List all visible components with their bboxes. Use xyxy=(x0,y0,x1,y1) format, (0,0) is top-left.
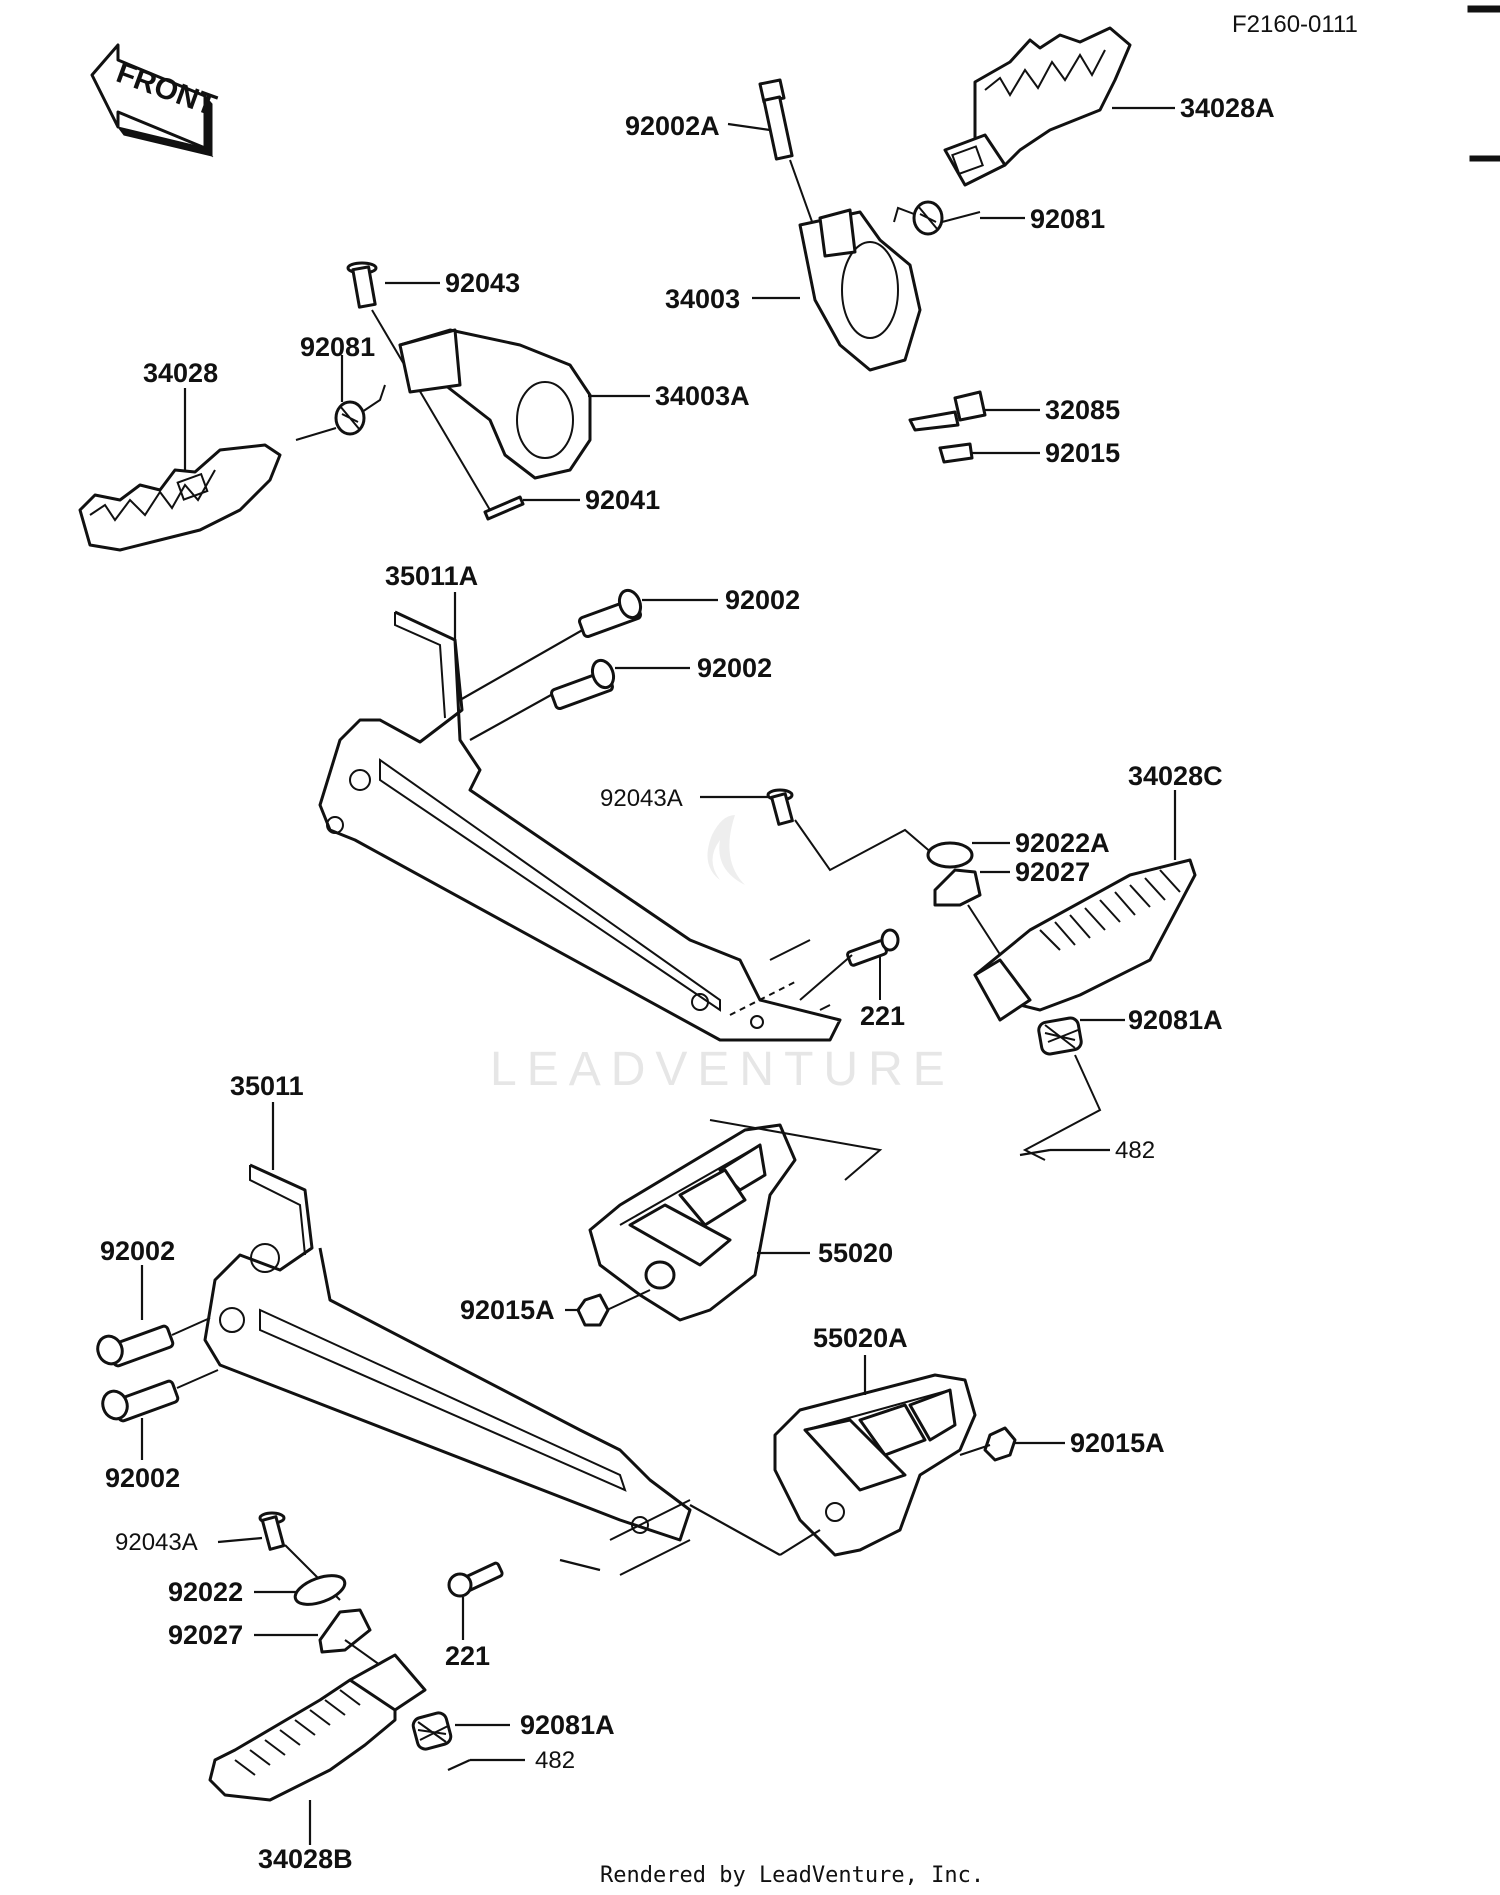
footpeg-34028C xyxy=(973,858,1197,1022)
spring-92081-left xyxy=(295,384,386,441)
leader-lines xyxy=(140,106,1177,1762)
label-221-low: 221 xyxy=(445,1641,490,1671)
bracket-34003A xyxy=(398,328,592,480)
label-92027-mid: 92027 xyxy=(1015,857,1090,887)
bolt-92002-c xyxy=(96,1317,211,1368)
pin-482-low xyxy=(447,1758,471,1772)
screw-221-low xyxy=(447,1561,504,1640)
label-92015A-a: 92015A xyxy=(460,1295,555,1325)
label-221-mid: 221 xyxy=(860,1001,905,1031)
diagram-code: F2160-0111 xyxy=(1232,11,1358,38)
washer-92027-low xyxy=(318,1608,381,1666)
washer-92022A xyxy=(926,841,974,869)
label-92002-b: 92002 xyxy=(697,653,772,683)
front-arrow-icon: FRONT xyxy=(90,43,220,158)
bolt-92002-b xyxy=(550,658,616,711)
label-55020: 55020 xyxy=(818,1238,893,1268)
pin-92043A-low xyxy=(258,1511,341,1601)
cotter-pin-92041 xyxy=(483,495,525,521)
label-92002-c: 92002 xyxy=(100,1236,175,1266)
pin-92043A-mid xyxy=(766,788,941,872)
label-34028A: 34028A xyxy=(1180,93,1275,123)
label-92002A: 92002A xyxy=(625,111,720,141)
label-34003: 34003 xyxy=(665,284,740,314)
label-92081A-mid: 92081A xyxy=(1128,1005,1223,1035)
watermark-text: LEADVENTURE xyxy=(490,1043,955,1096)
part-labels: 92002A 34028A 92081 34003 32085 92015 92… xyxy=(100,93,1275,1874)
label-92002-d: 92002 xyxy=(105,1463,180,1493)
footpeg-34028A xyxy=(943,26,1132,187)
label-92022A: 92022A xyxy=(1015,828,1110,858)
bolt-92002-a xyxy=(578,588,643,639)
watermark: LEADVENTURE xyxy=(490,815,955,1096)
pin-482-mid xyxy=(1019,1148,1051,1157)
label-92022: 92022 xyxy=(168,1577,243,1607)
bracket-35011 xyxy=(203,1163,781,1576)
spring-92081A-mid xyxy=(1022,1016,1102,1161)
label-482-mid: 482 xyxy=(1115,1137,1155,1164)
label-34028: 34028 xyxy=(143,358,218,388)
screw-221-mid xyxy=(799,928,900,1001)
washer-92015 xyxy=(938,442,974,464)
label-92002-a: 92002 xyxy=(725,585,800,615)
label-92081-top: 92081 xyxy=(1030,204,1105,234)
label-35011: 35011 xyxy=(230,1071,304,1101)
bracket-34003 xyxy=(798,208,922,372)
spring-92081A-low xyxy=(411,1711,453,1751)
corner-marks xyxy=(1467,5,1500,162)
label-92043A-mid: 92043A xyxy=(600,785,683,812)
label-32085: 32085 xyxy=(1045,395,1120,425)
guard-55020A xyxy=(773,1373,977,1557)
label-92081-left: 92081 xyxy=(300,332,375,362)
label-92081A-low: 92081A xyxy=(520,1710,615,1740)
pin-92043 xyxy=(346,261,491,511)
footer-credit: Rendered by LeadVenture, Inc. xyxy=(600,1863,984,1888)
label-92043A-low: 92043A xyxy=(115,1529,198,1556)
footpeg-34028 xyxy=(78,443,282,552)
clip-32085 xyxy=(908,390,987,432)
spring-92081-top xyxy=(893,200,981,236)
label-92015A-b: 92015A xyxy=(1070,1428,1165,1458)
bracket-35011A xyxy=(318,610,842,1042)
label-92041: 92041 xyxy=(585,485,660,515)
footpeg-34028B xyxy=(208,1653,427,1845)
label-482-low: 482 xyxy=(535,1747,575,1774)
label-92043: 92043 xyxy=(445,268,520,298)
label-34003A: 34003A xyxy=(655,381,750,411)
label-55020A: 55020A xyxy=(813,1323,908,1353)
label-35011A: 35011A xyxy=(385,561,478,591)
label-34028C: 34028C xyxy=(1128,761,1223,791)
nut-92015A-b xyxy=(959,1426,1017,1462)
label-92027-low: 92027 xyxy=(168,1620,243,1650)
washer-92022 xyxy=(293,1574,347,1606)
guard-55020 xyxy=(588,1119,883,1322)
nut-92015A-a xyxy=(576,1289,651,1327)
label-34028B: 34028B xyxy=(258,1844,353,1874)
bolt-92002-d xyxy=(101,1369,219,1423)
label-92015: 92015 xyxy=(1045,438,1120,468)
